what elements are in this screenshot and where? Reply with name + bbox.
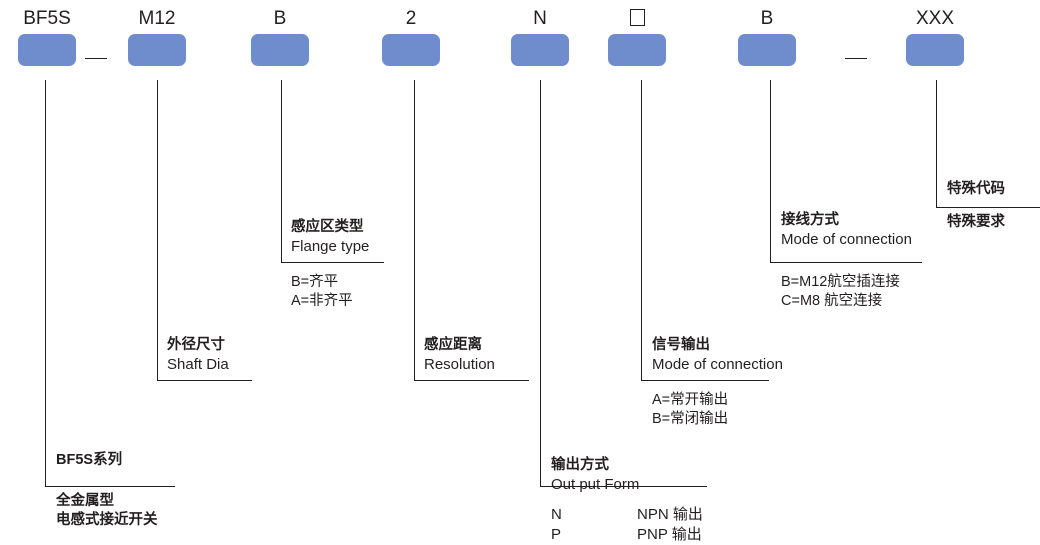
annotation-resolution-title-cn: 感应距离 [424,337,482,353]
code-label-output-form: N [533,8,547,29]
annotation-signal-output-options: A=常开输出 B=常闭输出 [652,391,728,429]
code-box-special-code[interactable] [906,34,964,66]
annotation-flange-type: 感应区类型 Flange type [291,218,369,256]
annotation-output-form-code-1: N [551,506,562,523]
leader-line-special-code-vertical [936,80,937,207]
annotation-signal-output-title-en: Mode of connection [652,356,783,373]
code-slot-mode-of-connection[interactable]: B [738,8,796,66]
annotation-flange-type-title-cn: 感应区类型 [291,219,364,235]
separator-dash-2 [845,58,867,59]
annotation-mode-of-connection-title-en: Mode of connection [781,231,912,248]
annotation-output-form: 输出方式 Out put Form [551,456,639,494]
code-label-series: BF5S [23,8,71,29]
table-row: P PNP 输出 [551,525,703,545]
annotation-flange-type-title-en: Flange type [291,238,370,255]
code-label-flange-type: B [273,8,287,29]
code-label-mode-of-connection: B [760,8,774,29]
code-slot-output-form[interactable]: N [511,8,569,66]
annotation-flange-type-option-1: B=齐平 [291,274,339,290]
annotation-output-form-desc-2: PNP 输出 [637,526,702,543]
code-label-signal-output [608,8,666,32]
leader-line-resolution-horizontal [414,380,529,381]
annotation-special-code-sub: 特殊要求 [947,213,1005,232]
leader-line-series-vertical [45,80,46,486]
annotation-shaft-dia-title-en: Shaft Dia [167,356,229,373]
code-box-mode-of-connection[interactable] [738,34,796,66]
leader-line-shaft-dia-horizontal [157,380,252,381]
code-slot-resolution[interactable]: 2 [382,8,440,66]
leader-line-output-form-horizontal [540,486,707,487]
table-row: N NPN 输出 [551,505,703,525]
annotation-series-title: BF5S系列 [56,452,123,468]
empty-square-icon [629,9,645,26]
leader-line-resolution-vertical [414,80,415,380]
leader-line-mode-of-connection-vertical [770,80,771,262]
leader-line-special-code-horizontal [936,207,1040,208]
annotation-mode-of-connection: 接线方式 Mode of connection [781,211,912,249]
annotation-series-line-2: 电感式接近开关 [56,512,158,528]
annotation-output-form-title-en: Out put Form [551,476,640,493]
code-slot-shaft-dia[interactable]: M12 [128,8,186,66]
annotation-special-code-subtitle: 特殊要求 [947,214,1005,230]
code-box-signal-output[interactable] [608,34,666,66]
leader-line-flange-type-horizontal [281,262,384,263]
leader-line-mode-of-connection-horizontal [770,262,922,263]
annotation-series: BF5S系列 [56,451,122,470]
leader-line-shaft-dia-vertical [157,80,158,380]
annotation-mode-of-connection-option-2: C=M8 航空连接 [781,293,883,309]
separator-dash-1 [85,58,107,59]
code-slot-series[interactable]: BF5S [18,8,76,66]
leader-line-signal-output-horizontal [641,380,769,381]
annotation-signal-output-option-2: B=常闭输出 [652,411,729,427]
code-label-special-code: XXX [915,8,955,29]
annotation-shaft-dia-title-cn: 外径尺寸 [167,337,225,353]
code-label-shaft-dia: M12 [138,8,176,29]
leader-line-output-form-vertical [540,80,541,486]
annotation-output-form-code-2: P [551,526,562,543]
annotation-mode-of-connection-option-1: B=M12航空插连接 [781,274,900,290]
code-box-resolution[interactable] [382,34,440,66]
code-slot-flange-type[interactable]: B [251,8,309,66]
code-box-series[interactable] [18,34,76,66]
annotation-resolution: 感应距离 Resolution [424,336,495,374]
code-box-output-form[interactable] [511,34,569,66]
annotation-special-code: 特殊代码 [947,180,1005,199]
annotation-signal-output-title-cn: 信号输出 [652,337,710,353]
annotation-output-form-desc-1: NPN 输出 [637,506,703,523]
annotation-shaft-dia: 外径尺寸 Shaft Dia [167,336,229,374]
leader-line-signal-output-vertical [641,80,642,380]
annotation-signal-output: 信号输出 Mode of connection [652,336,783,374]
code-slot-signal-output[interactable] [608,8,666,66]
code-label-resolution: 2 [405,8,417,29]
annotation-output-form-title-cn: 输出方式 [551,457,609,473]
annotation-series-line-1: 全金属型 [56,493,114,509]
leader-line-series-horizontal [45,486,175,487]
code-box-flange-type[interactable] [251,34,309,66]
annotation-mode-of-connection-title-cn: 接线方式 [781,212,839,228]
annotation-series-detail: 全金属型 电感式接近开关 [56,492,158,530]
annotation-signal-output-option-1: A=常开输出 [652,392,729,408]
annotation-flange-type-options: B=齐平 A=非齐平 [291,273,353,311]
annotation-mode-of-connection-options: B=M12航空插连接 C=M8 航空连接 [781,273,900,311]
annotation-output-form-table: N NPN 输出 P PNP 输出 [551,505,703,545]
annotation-flange-type-option-2: A=非齐平 [291,293,353,309]
annotation-resolution-title-en: Resolution [424,356,495,373]
leader-line-flange-type-vertical [281,80,282,262]
annotation-special-code-title: 特殊代码 [947,181,1005,197]
code-box-shaft-dia[interactable] [128,34,186,66]
code-slot-special-code[interactable]: XXX [906,8,964,66]
